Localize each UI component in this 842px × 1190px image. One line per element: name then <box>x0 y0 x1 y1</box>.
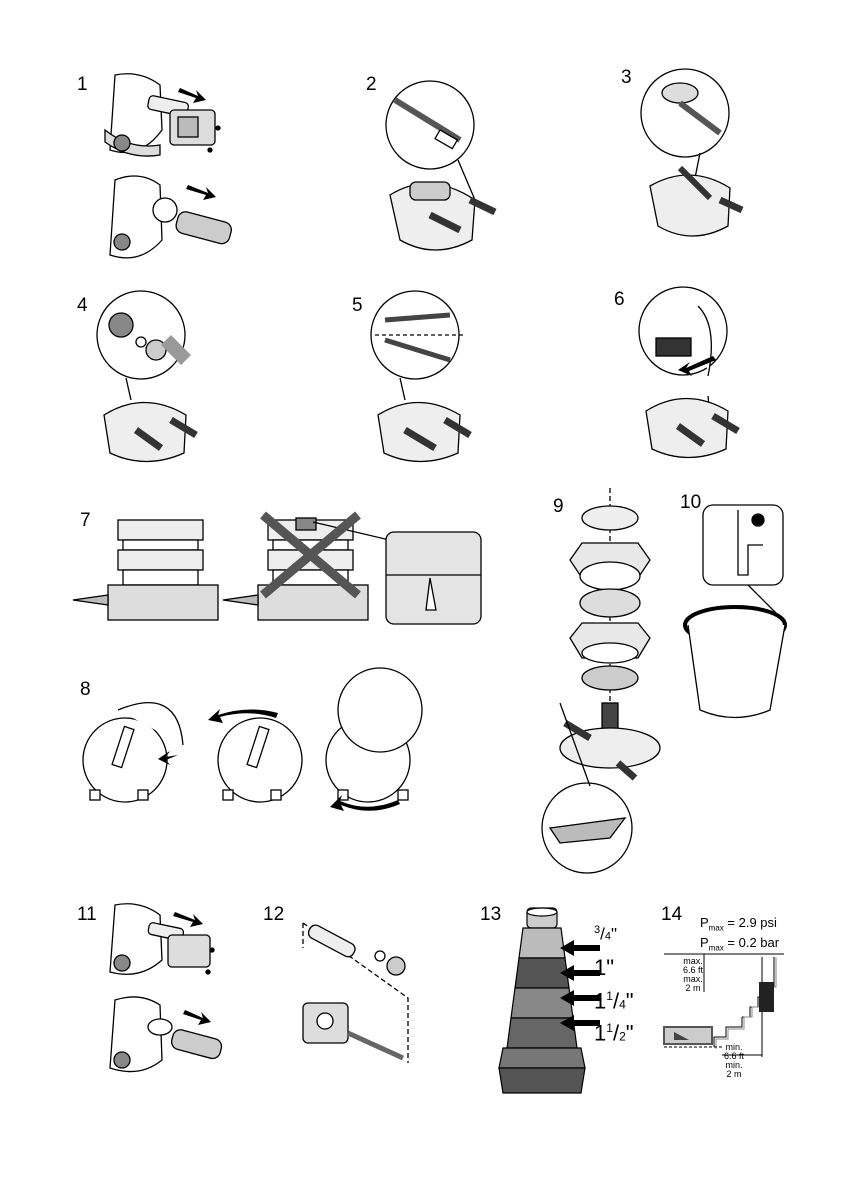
step-number-6: 6 <box>614 290 625 309</box>
step-number-12: 12 <box>263 905 284 924</box>
step-5-illustration <box>370 290 480 465</box>
hose-size-1: 1" <box>594 957 614 979</box>
hose-size-1-1-4: 11/4" <box>594 990 634 1012</box>
step-number-14: 14 <box>661 905 682 924</box>
step-number-5: 5 <box>352 296 363 315</box>
hose-size-1-1-2: 11/2" <box>594 1022 634 1044</box>
step-number-11: 11 <box>77 905 97 924</box>
step-10-illustration <box>688 495 798 730</box>
pressure-bar: Pmax = 0.2 bar <box>700 936 779 953</box>
step-number-2: 2 <box>366 75 377 94</box>
step-11-illustration <box>100 900 240 1075</box>
step-4-illustration <box>96 290 206 465</box>
step-6-illustration <box>638 286 748 461</box>
pressure-psi: Pmax = 2.9 psi <box>700 916 777 933</box>
step-9-illustration <box>540 488 650 878</box>
hose-size-3-4: 3/4" <box>594 925 617 943</box>
min-distance-label: min. 6.6 ft min. 2 m <box>716 1043 752 1079</box>
max-height-label: max. 6.6 ft max. 2 m <box>676 957 710 993</box>
step-2-illustration <box>380 80 505 265</box>
step-8-illustration <box>78 665 438 825</box>
step-number-4: 4 <box>77 296 88 315</box>
step-1-illustration <box>100 70 250 265</box>
step-3-illustration <box>640 68 750 248</box>
step-number-1: 1 <box>77 75 88 94</box>
step-12-illustration <box>298 908 413 1068</box>
step-number-3: 3 <box>621 68 632 87</box>
step-7-illustration <box>68 510 488 630</box>
